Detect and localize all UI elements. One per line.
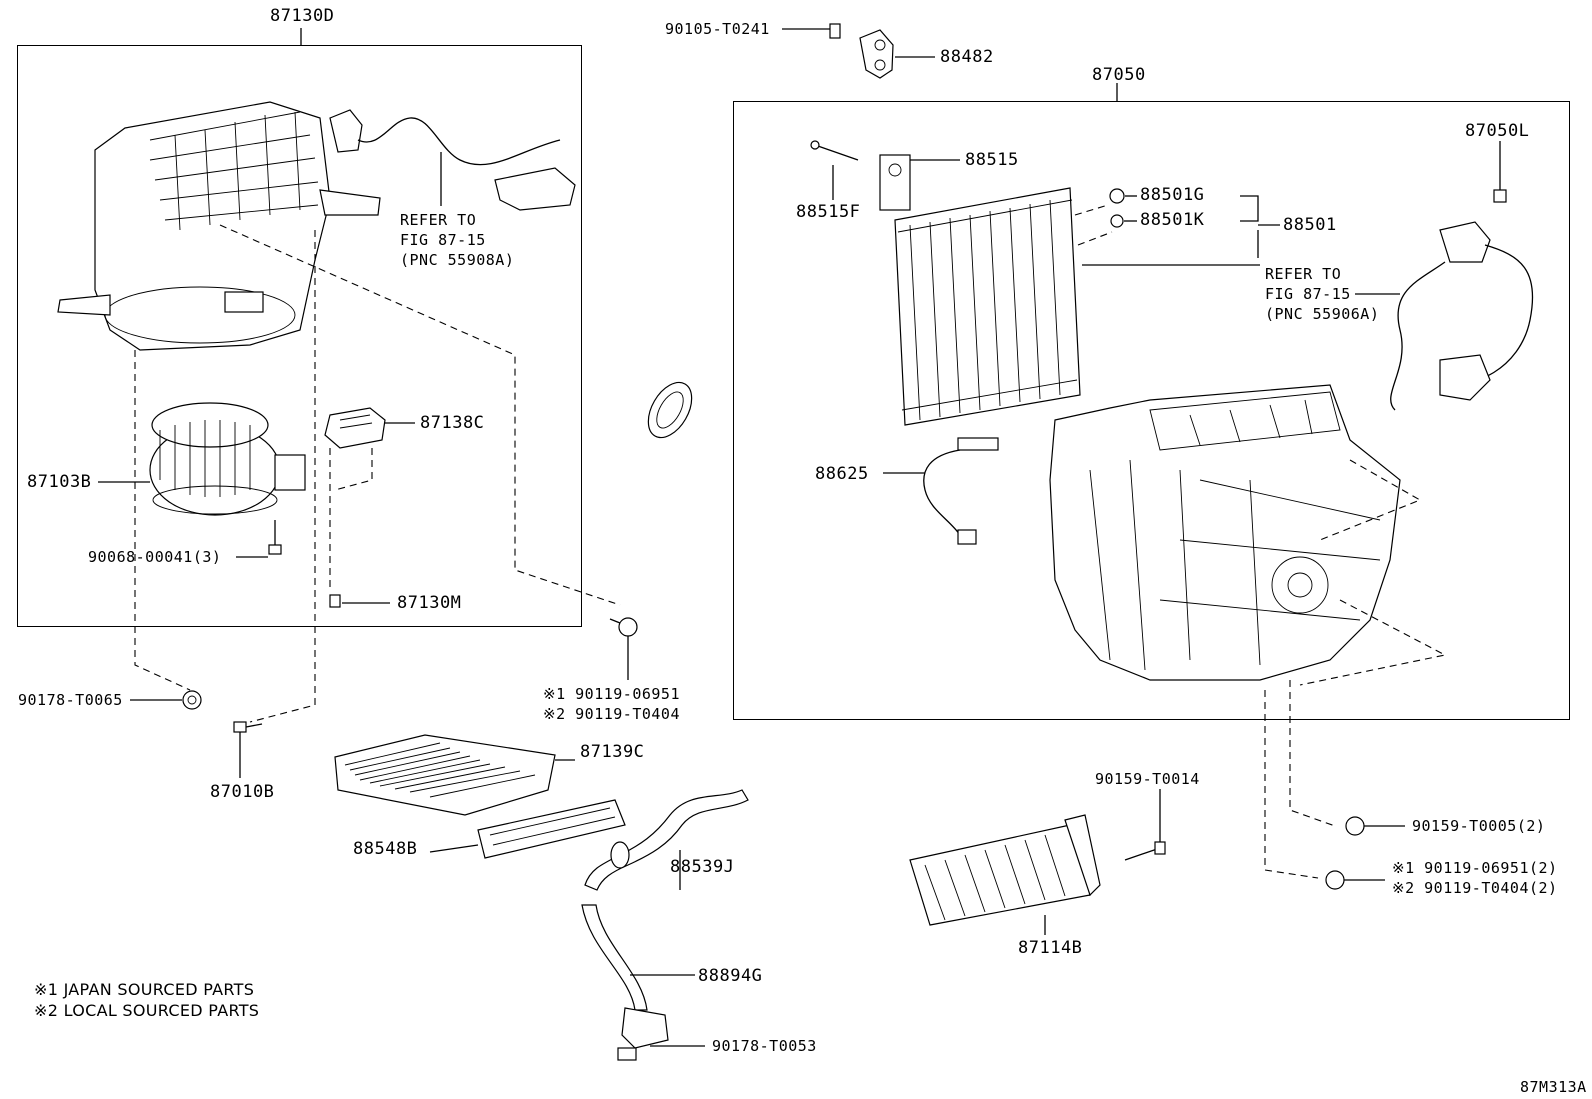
label-88515F: 88515F xyxy=(796,202,861,222)
refer-note-line: FIG 87-15 xyxy=(1265,285,1351,303)
air-filter-illustration xyxy=(334,734,575,816)
refer-note-line: (PNC 55908A) xyxy=(400,251,515,269)
label-87050L: 87050L xyxy=(1465,121,1530,141)
refer-note-line: REFER TO xyxy=(400,211,477,229)
evaporator-illustration xyxy=(894,187,1260,426)
label-87010B: 87010B xyxy=(210,782,275,802)
label-87139C: 87139C xyxy=(580,742,645,762)
packing-illustration xyxy=(647,381,693,439)
label-87130D: 87130D xyxy=(270,6,335,26)
heater-cover-illustration xyxy=(429,799,626,859)
label-88548B: 88548B xyxy=(353,839,418,859)
blower-unit-box xyxy=(17,45,582,627)
diagram-id: 87M313A xyxy=(1520,1078,1587,1096)
alt-part-90119-a: ※1 90119-06951 ※2 90119-T0404 xyxy=(543,684,680,724)
screw-90068-illustration xyxy=(236,520,282,558)
label-87103B: 87103B xyxy=(27,472,92,492)
alt-part-line: ※2 90119-T0404(2) xyxy=(1392,879,1558,897)
nut-90178-t0065-illustration xyxy=(130,690,202,710)
label-88515: 88515 xyxy=(965,150,1019,170)
label-88625: 88625 xyxy=(815,464,869,484)
blower-resistor-illustration xyxy=(324,407,415,590)
refer-note-55906A: REFER TO FIG 87-15 (PNC 55906A) xyxy=(1265,264,1379,324)
expansion-valve-plate-illustration xyxy=(782,23,935,79)
expansion-valve-illustration xyxy=(810,140,960,211)
label-87130M: 87130M xyxy=(397,593,462,613)
label-88894G: 88894G xyxy=(698,966,763,986)
label-88482: 88482 xyxy=(940,47,994,67)
alt-part-90119-b: ※1 90119-06951(2) ※2 90119-T0404(2) xyxy=(1392,858,1558,898)
clip-90119-illustration xyxy=(609,617,638,680)
refer-note-line: FIG 87-15 xyxy=(400,231,486,249)
label-88539J: 88539J xyxy=(670,857,735,877)
servo-harness-illustration xyxy=(329,109,576,211)
bolt-90119-pair-illustration xyxy=(1325,870,1385,890)
label-90178-T0053: 90178-T0053 xyxy=(712,1037,817,1055)
label-88501K: 88501K xyxy=(1140,210,1205,230)
label-88501: 88501 xyxy=(1283,215,1337,235)
alt-part-line: ※1 90119-06951 xyxy=(543,685,680,703)
screw-87050l-illustration xyxy=(1493,141,1507,203)
label-88501G: 88501G xyxy=(1140,185,1205,205)
screw-87130m-illustration xyxy=(329,594,390,608)
blower-case-illustration xyxy=(57,101,381,351)
label-90068-00041: 90068-00041(3) xyxy=(88,548,222,566)
bolt-90159-t0005-illustration xyxy=(1345,816,1405,836)
label-90178-T0065: 90178-T0065 xyxy=(18,691,123,709)
label-90105-T0241: 90105-T0241 xyxy=(665,20,770,38)
label-87138C: 87138C xyxy=(420,413,485,433)
alt-part-line: ※1 90119-06951(2) xyxy=(1392,859,1558,877)
refer-note-55908A: REFER TO FIG 87-15 (PNC 55908A) xyxy=(400,210,514,270)
thermistor-illustration xyxy=(883,437,999,545)
footnote-japan-sourced: ※1 JAPAN SOURCED PARTS xyxy=(34,980,255,999)
footnote-local-sourced: ※2 LOCAL SOURCED PARTS xyxy=(34,1001,260,1020)
o-rings-illustration xyxy=(1109,188,1280,258)
drain-hose-illustration xyxy=(581,789,749,1061)
heater-core-illustration xyxy=(909,789,1166,935)
label-87114B: 87114B xyxy=(1018,938,1083,958)
label-90159-T0014: 90159-T0014 xyxy=(1095,770,1200,788)
label-90159-T0005: 90159-T0005(2) xyxy=(1412,817,1546,835)
alt-part-line: ※2 90119-T0404 xyxy=(543,705,680,723)
cooling-servo-harness-illustration xyxy=(1355,221,1534,411)
refer-note-line: REFER TO xyxy=(1265,265,1342,283)
label-87050: 87050 xyxy=(1092,65,1146,85)
cooling-unit-box xyxy=(733,101,1570,720)
blower-motor-illustration xyxy=(98,402,306,516)
bolt-87010b-illustration xyxy=(233,721,263,778)
refer-note-line: (PNC 55906A) xyxy=(1265,305,1380,323)
cooling-case-illustration xyxy=(1049,384,1401,681)
